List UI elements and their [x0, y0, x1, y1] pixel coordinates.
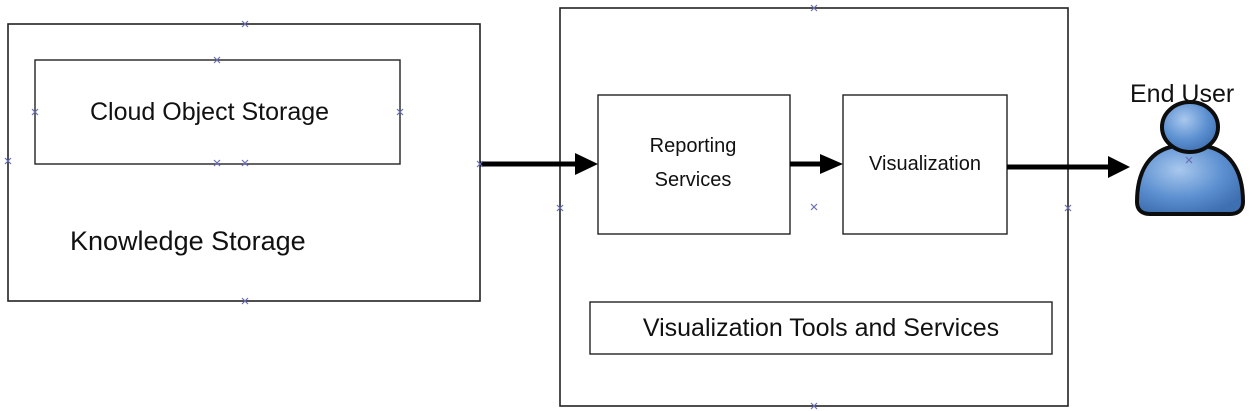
- handle-marker: [241, 20, 249, 28]
- handle-marker: [810, 402, 818, 410]
- handle-marker: [810, 4, 818, 12]
- visualization-box: Visualization: [842, 94, 1008, 235]
- visualization-label: Visualization: [869, 153, 981, 175]
- selection-handles: [4, 4, 1193, 410]
- arrow-visualization-to-end-user: [1007, 156, 1130, 178]
- end-user-label: End User: [1130, 80, 1234, 108]
- handle-marker: [241, 297, 249, 305]
- handle-marker: [213, 56, 221, 64]
- cloud-object-storage-box: Cloud Object Storage: [34, 59, 401, 165]
- handle-marker: [241, 159, 249, 167]
- handle-marker: [556, 204, 564, 212]
- arrow-storage-to-reporting: [480, 153, 598, 175]
- handle-marker: [1064, 204, 1072, 212]
- handle-marker: [31, 108, 39, 116]
- handle-marker: [213, 159, 221, 167]
- handle-marker: [396, 108, 404, 116]
- reporting-services-label-line2: Services: [655, 169, 732, 191]
- knowledge-storage-label: Knowledge Storage: [70, 226, 306, 256]
- tools-and-services-label: Visualization Tools and Services: [643, 314, 999, 342]
- reporting-services-box: Reporting Services: [597, 94, 791, 235]
- cloud-object-storage-label: Cloud Object Storage: [90, 98, 329, 126]
- tools-and-services-box: Visualization Tools and Services: [589, 301, 1053, 355]
- handle-marker: [476, 160, 484, 168]
- user-icon: [1134, 100, 1246, 216]
- handle-marker: [1185, 156, 1193, 164]
- handle-marker: [4, 157, 12, 165]
- arrow-reporting-to-visualization: [790, 154, 843, 174]
- reporting-services-label-line1: Reporting: [650, 135, 737, 157]
- handle-marker: [810, 203, 818, 211]
